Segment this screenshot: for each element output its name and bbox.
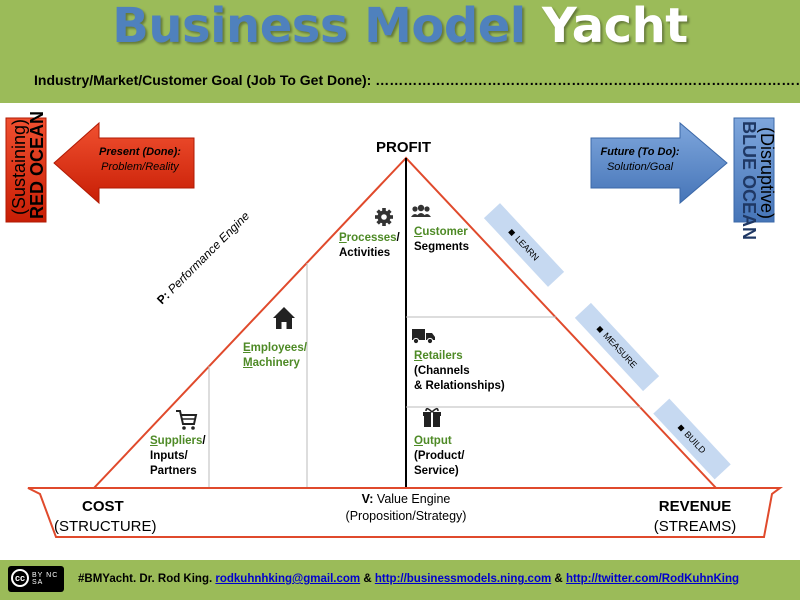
gift-icon xyxy=(423,407,441,427)
disruptive-text: (Disruptive) xyxy=(757,126,777,219)
gear-icon xyxy=(375,208,393,226)
segments-text: Segments xyxy=(414,241,469,253)
creative-commons-badge: cc BY NC SA xyxy=(8,566,64,592)
customer-rest: ustomer xyxy=(422,226,468,238)
profit-label: PROFIT xyxy=(376,139,431,156)
channels-text: (Channels xyxy=(414,365,470,377)
customer-initial: C xyxy=(414,226,423,238)
future-subtitle: Solution/Goal xyxy=(606,161,674,173)
footer-bar: cc BY NC SA #BMYacht. Dr. Rod King. rodk… xyxy=(0,560,800,600)
blue-ocean-text: BLUE OCEAN xyxy=(739,121,759,241)
goal-line: Industry/Market/Customer Goal (Job To Ge… xyxy=(34,72,800,88)
diagram-shapes xyxy=(5,117,783,538)
processes-slash: / xyxy=(396,232,400,244)
house-icon xyxy=(273,307,295,329)
yacht-diagram: (Sustaining) RED OCEAN (Disruptive) BLUE… xyxy=(0,103,800,560)
output-label: Output (Product/ Service) xyxy=(414,434,464,479)
red-ocean-bar xyxy=(5,117,47,223)
employees-initial: E xyxy=(243,342,251,354)
cc-license-text: BY NC SA xyxy=(32,572,59,586)
shopping-cart-icon xyxy=(176,410,198,430)
title-part-1: Business Model xyxy=(112,0,526,54)
retailers-rest: etailers xyxy=(422,350,463,362)
present-arrow xyxy=(53,121,195,205)
revenue-subtitle: (STREAMS) xyxy=(653,518,737,535)
red-ocean-label: (Sustaining) RED OCEAN xyxy=(9,110,47,219)
machinery-initial: M xyxy=(243,357,253,369)
build-bullet xyxy=(677,424,685,432)
truck-icon xyxy=(412,329,435,345)
machinery-rest: achinery xyxy=(252,357,300,369)
inputs-text: Inputs/ xyxy=(150,450,188,462)
retailers-initial: R xyxy=(414,350,423,362)
employees-label: Employees/ Machinery xyxy=(243,341,307,371)
footer-prefix: #BMYacht. Dr. Rod King. xyxy=(78,573,213,585)
future-label: Future (To Do): Solution/Goal xyxy=(594,145,686,175)
footer-amp-1: & xyxy=(363,573,372,585)
value-subtitle: (Proposition/Strategy) xyxy=(345,509,467,523)
blue-ocean-bar xyxy=(733,117,775,223)
measure-bullet xyxy=(596,326,604,334)
blue-ocean-label: (Disruptive) BLUE OCEAN xyxy=(739,121,777,241)
output-rest: utput xyxy=(422,435,452,447)
cost-title: COST xyxy=(82,498,124,515)
processes-rest: rocesses xyxy=(346,232,397,244)
activities-text: Activities xyxy=(339,247,391,259)
product-text: (Product/ xyxy=(414,450,465,462)
cost-label: COST (STRUCTURE) xyxy=(54,497,157,537)
header-bar: Business Model Yacht Industry/Market/Cus… xyxy=(0,0,800,103)
output-initial: O xyxy=(414,435,423,447)
value-letter: V: xyxy=(361,492,374,506)
present-subtitle: Problem/Reality xyxy=(101,161,179,173)
page-title: Business Model Yacht xyxy=(0,0,800,54)
cc-icon: cc xyxy=(11,569,29,587)
retailers-label: Retailers (Channels & Relationships) xyxy=(414,349,505,394)
suppliers-initial: S xyxy=(150,435,158,447)
present-label: Present (Done): Problem/Reality xyxy=(86,145,194,175)
customer-label: Customer Segments xyxy=(414,225,469,255)
footer-amp-2: & xyxy=(554,573,563,585)
future-title: Future (To Do): xyxy=(600,146,680,158)
value-text: Value Engine xyxy=(376,492,451,506)
processes-label: Processes/ Activities xyxy=(339,231,400,261)
revenue-label: REVENUE (STREAMS) xyxy=(640,497,750,537)
twitter-link[interactable]: http://twitter.com/RodKuhnKing xyxy=(565,573,740,585)
suppliers-label: Suppliers/ Inputs/ Partners xyxy=(150,434,206,479)
footer-credits: #BMYacht. Dr. Rod King. rodkuhnhking@gma… xyxy=(78,573,739,585)
learn-bullet xyxy=(508,229,516,237)
revenue-title: REVENUE xyxy=(658,498,732,515)
people-icon xyxy=(411,204,431,217)
title-part-2: Yacht xyxy=(541,0,688,54)
present-title: Present (Done): xyxy=(99,146,181,158)
email-link[interactable]: rodkuhnhking@gmail.com xyxy=(215,573,361,585)
future-arrow xyxy=(590,121,728,205)
ning-link[interactable]: http://businessmodels.ning.com xyxy=(374,573,552,585)
suppliers-rest: uppliers xyxy=(157,435,203,447)
red-ocean-text: RED OCEAN xyxy=(27,110,47,219)
cost-subtitle: (STRUCTURE) xyxy=(54,518,157,535)
partners-text: Partners xyxy=(150,465,197,477)
hull xyxy=(27,487,783,538)
service-text: Service) xyxy=(414,465,459,477)
processes-initial: P xyxy=(339,232,347,244)
employees-rest: mployees/ xyxy=(250,342,307,354)
value-engine-label: V: Value Engine (Proposition/Strategy) xyxy=(306,491,506,525)
relationships-text: & Relationships) xyxy=(414,380,505,392)
suppliers-slash: / xyxy=(202,435,206,447)
sustaining-text: (Sustaining) xyxy=(9,118,29,216)
